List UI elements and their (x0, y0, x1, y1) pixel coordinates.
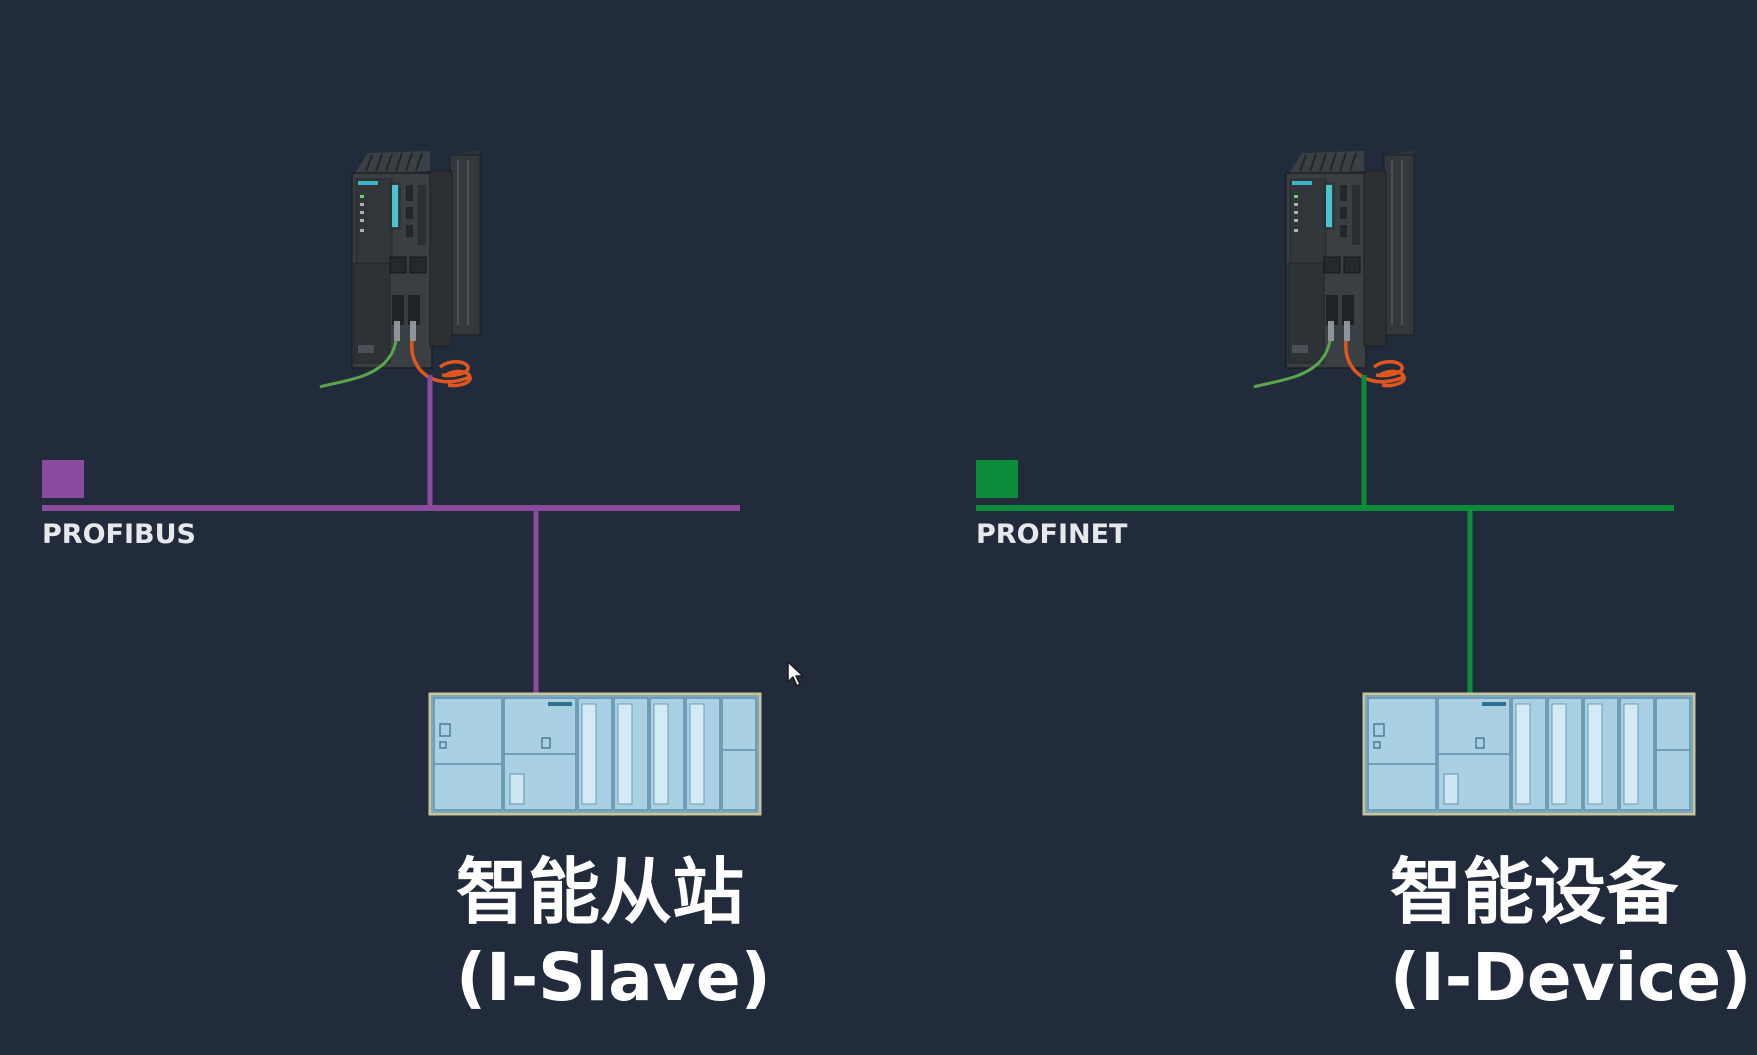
i-slave-title-cn: 智能从站 (456, 850, 744, 934)
profinet-label: PROFINET (976, 519, 1128, 550)
io-module-rack-icon (428, 692, 762, 816)
profibus-legend-square (42, 460, 84, 498)
i-device-title-en: (I-Device) (1390, 939, 1751, 1016)
plc-cpu-icon (318, 149, 481, 389)
profibus-network: PROFIBUS 智能从站 (I-Slave) (42, 149, 771, 1016)
profinet-network: PROFINET 智能设备 (I-Device) (976, 149, 1751, 1016)
i-device-title-cn: 智能设备 (1390, 850, 1679, 934)
profibus-label: PROFIBUS (42, 519, 196, 550)
io-module-rack-icon (1362, 692, 1696, 816)
profinet-legend-square (976, 460, 1018, 498)
mouse-pointer-icon (787, 661, 804, 687)
plc-cpu-icon (1252, 149, 1415, 389)
i-slave-title-en: (I-Slave) (456, 939, 771, 1016)
